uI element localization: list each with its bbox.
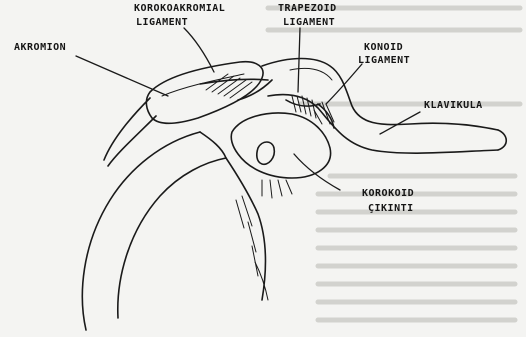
leader-konoid <box>326 64 362 104</box>
label-trapezoid-line1: TRAPEZOID <box>278 3 337 14</box>
label-akromion: AKROMION <box>14 42 66 53</box>
leader-trapezoid <box>298 28 300 92</box>
acromion-shape <box>104 62 263 166</box>
label-korokoid-line1: KOROKOID <box>362 188 414 199</box>
label-konoid-line2: LIGAMENT <box>358 55 410 66</box>
labels: AKROMION KOROKOAKROMIAL LIGAMENT TRAPEZO… <box>14 3 483 214</box>
coracoid-process <box>231 113 330 198</box>
leader-akromion <box>76 56 168 96</box>
label-korokoid-line2: ÇIKINTI <box>368 203 414 214</box>
leader-korokoakromial <box>184 28 214 72</box>
label-trapezoid-line2: LIGAMENT <box>283 17 335 28</box>
trapezoid-ligament <box>286 96 320 118</box>
label-konoid-line1: KONOID <box>364 42 403 53</box>
label-korokoakromial-line1: KOROKOAKROMIAL <box>134 3 225 14</box>
label-klavikula: KLAVIKULA <box>424 100 483 111</box>
label-korokoakromial-line2: LIGAMENT <box>136 17 188 28</box>
scapula-outline <box>82 132 268 330</box>
